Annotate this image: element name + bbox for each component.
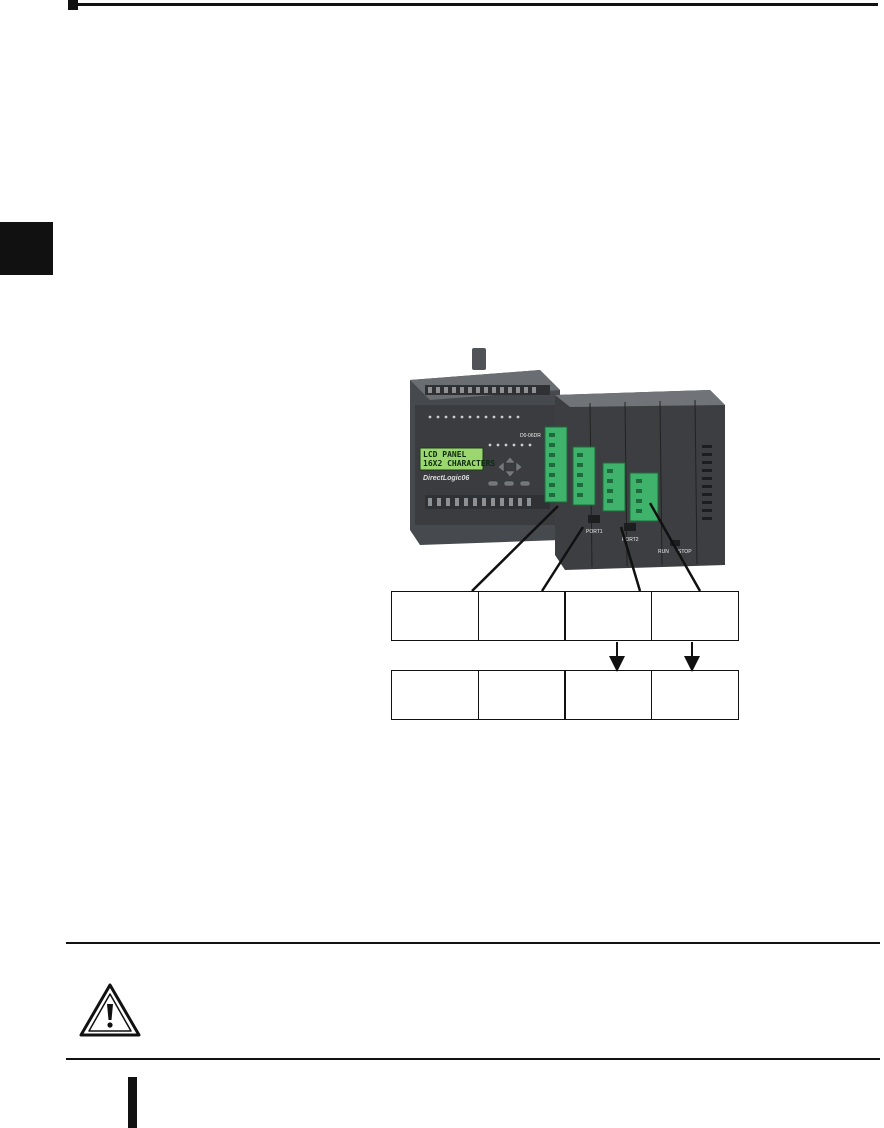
- slot-label-box: [477, 670, 566, 720]
- terminal-block-3: [602, 462, 626, 512]
- warning-top-rule: [66, 942, 880, 944]
- plc-illustration: D0-06DR LCD PANEL 16X2 CHARACTERS Direct…: [410, 348, 725, 570]
- slot-label-row-2: [391, 670, 739, 720]
- header-rule: [70, 3, 878, 6]
- slot-label-box: [650, 670, 739, 720]
- slot-label-box: [477, 591, 566, 641]
- slot-label-box: [391, 591, 479, 641]
- warning-icon: [79, 983, 141, 1037]
- terminal-block-1: [544, 426, 568, 503]
- lcd-line-2: 16X2 CHARACTERS: [423, 459, 495, 468]
- header-marker: [68, 0, 78, 10]
- port1-label: PORT1: [586, 529, 603, 535]
- slot-label-box: [564, 591, 652, 641]
- slot-label-row-1: [391, 591, 739, 641]
- slot-label-box: [650, 591, 739, 641]
- chapter-tab: [0, 222, 53, 275]
- brand-logo: DirectLogic06: [423, 475, 469, 482]
- run-stop-switch: [670, 540, 680, 546]
- note-marker-bar: [128, 1077, 137, 1128]
- keypad: [487, 456, 531, 487]
- warning-bottom-rule: [66, 1058, 880, 1060]
- option-module-top: [555, 390, 725, 407]
- lcd-line-1: LCD PANEL: [423, 450, 467, 459]
- port2-connector: [624, 523, 636, 531]
- mounting-tab: [472, 348, 486, 370]
- bottom-terminal-strip: [425, 495, 550, 509]
- run-label: RUN: [658, 549, 669, 555]
- terminal-block-4: [629, 472, 659, 522]
- terminal-block-2: [572, 446, 596, 506]
- model-label: D0-06DR: [520, 433, 541, 439]
- port2-label: PORT2: [622, 537, 639, 543]
- port1-connector: [588, 515, 600, 523]
- slot-label-box: [564, 670, 652, 720]
- stop-label: STOP: [678, 549, 692, 555]
- lcd-panel: [419, 447, 484, 471]
- slot-label-box: [391, 670, 479, 720]
